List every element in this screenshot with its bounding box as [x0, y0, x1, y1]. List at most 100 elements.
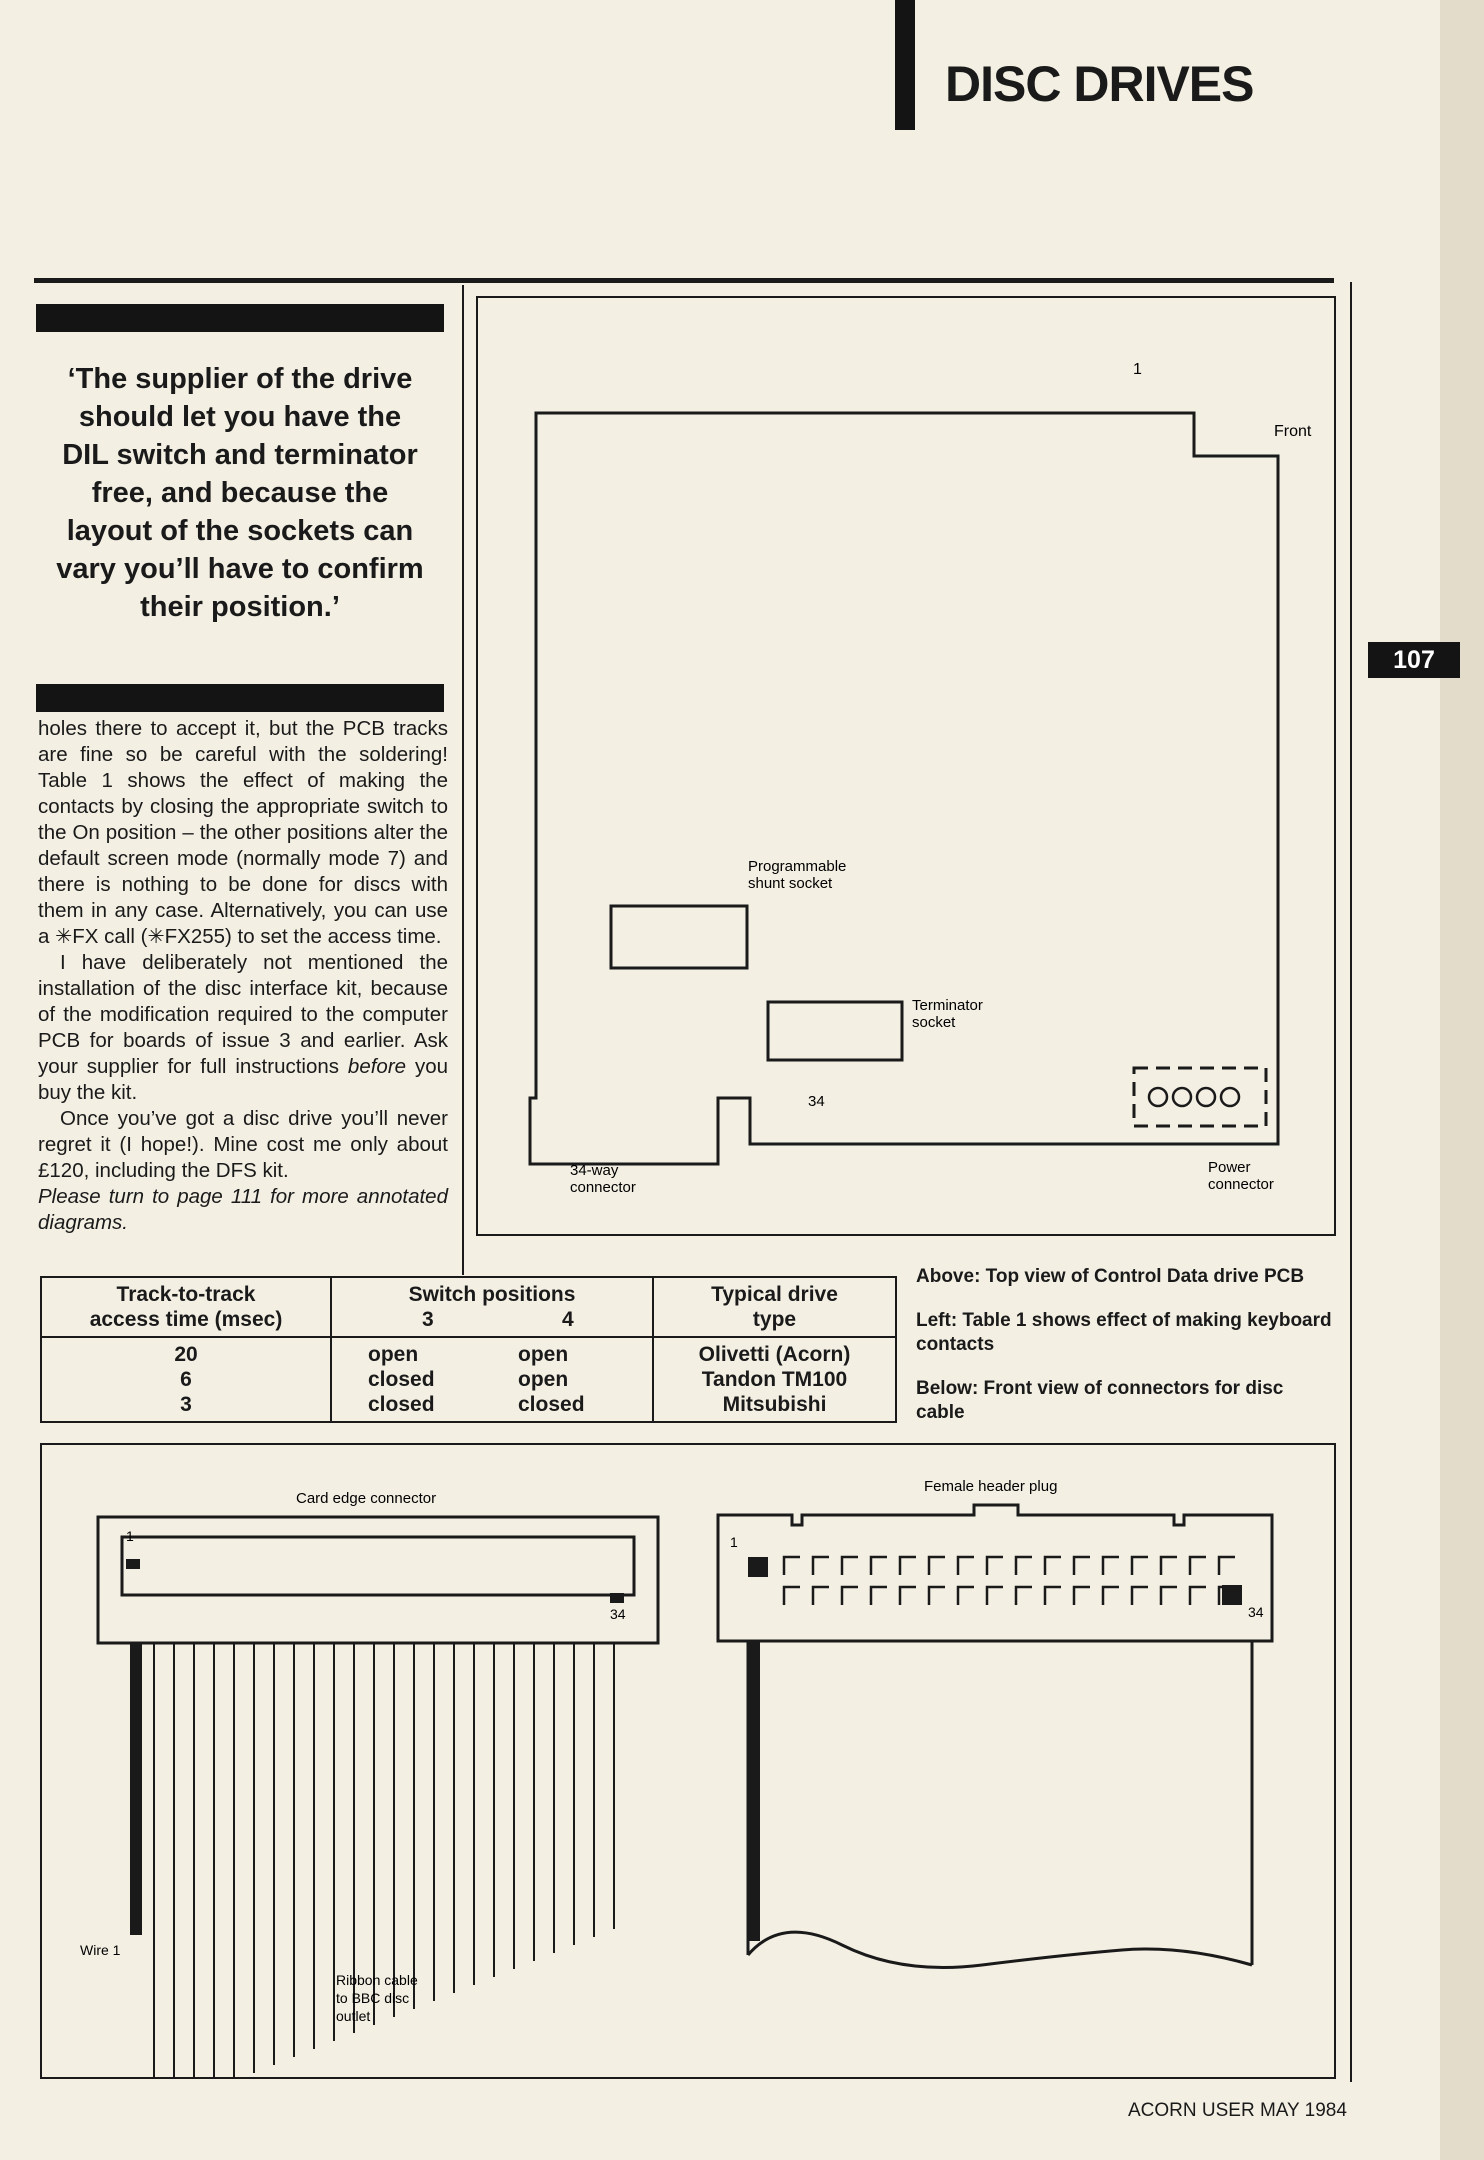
header-pin-contact	[1101, 1555, 1119, 1575]
header-pin-contact	[1159, 1585, 1177, 1605]
card-edge-label: Card edge connector	[296, 1490, 436, 1507]
power-label-2: connector	[1208, 1176, 1274, 1193]
pcb-diagram: 1 Front Programmable shunt socket Termin…	[476, 296, 1336, 1236]
header-pin-contact	[1101, 1585, 1119, 1605]
header-pin-contact	[1014, 1585, 1032, 1605]
header-pin-contact	[898, 1555, 916, 1575]
pcb-drawing: 1 Front Programmable shunt socket Termin…	[528, 361, 1312, 1196]
header-pin-contact	[1043, 1555, 1061, 1575]
header-pin-contact	[1130, 1585, 1148, 1605]
ribbon-wires	[153, 1643, 615, 2113]
page-number-badge: 107	[1368, 642, 1460, 678]
header-pin-contact	[1159, 1555, 1177, 1575]
connector34-label-1: 34-way	[570, 1162, 619, 1179]
pin1-label-left: 1	[126, 1528, 134, 1544]
wire1-label: Wire 1	[80, 1942, 121, 1958]
power-connector	[1132, 1066, 1268, 1128]
quote-bar-bottom	[36, 684, 444, 712]
header-bar	[895, 0, 915, 130]
header-pin-contact	[1188, 1585, 1206, 1605]
connector-drawing: Card edge connector 1 34 Wire 1 Ribbon c…	[80, 1478, 1274, 2113]
header-pin-contact	[956, 1585, 974, 1605]
ribbon-label-3: outlet	[336, 2008, 370, 2024]
pin1-marker-right	[748, 1557, 768, 1577]
connector34-label-2: connector	[570, 1179, 636, 1196]
header-pins	[782, 1555, 1235, 1605]
caption-above: Above: Top view of Control Data drive PC…	[916, 1266, 1305, 1287]
shunt-label-2: shunt socket	[748, 875, 833, 892]
header-pin-contact	[840, 1555, 858, 1575]
article-body: holes there to accept it, but the PCB tr…	[38, 716, 448, 1236]
pin34-marker-right	[1222, 1585, 1242, 1605]
pcb-outline	[528, 411, 1280, 1166]
header-pin-contact	[1072, 1585, 1090, 1605]
header-pin-contact	[840, 1585, 858, 1605]
power-label-1: Power	[1208, 1159, 1251, 1176]
pin34-label-right: 34	[1248, 1604, 1264, 1620]
paragraph-2: I have deliberately not mentioned the in…	[38, 951, 449, 1104]
pin1-marker-left	[126, 1559, 140, 1569]
caption-left: Left: Table 1 shows effect of making key…	[916, 1310, 1332, 1355]
footer-publication: ACORN USER MAY 1984	[1128, 2100, 1347, 2121]
header-pin-contact	[898, 1585, 916, 1605]
shunt-socket	[609, 904, 749, 970]
wire-1	[130, 1643, 142, 1935]
header-pin-contact	[782, 1555, 800, 1575]
header-pin-contact	[869, 1555, 887, 1575]
ribbon-cable-outline	[746, 1641, 1254, 1969]
captions: Above: Top view of Control Data drive PC…	[916, 1265, 1336, 1445]
card-edge-body	[96, 1515, 660, 1645]
section-title: DISC DRIVES	[945, 56, 1255, 112]
header-pin-contact	[869, 1585, 887, 1605]
header-pin-contact	[985, 1585, 1003, 1605]
page-edge	[1440, 0, 1484, 2160]
header-pin-contact	[927, 1585, 945, 1605]
paragraph-4: Please turn to page 111 for more annotat…	[38, 1185, 448, 1234]
header-pin-contact	[1043, 1585, 1061, 1605]
column-divider	[462, 285, 464, 1275]
header-pin-contact	[811, 1555, 829, 1575]
emphasis-before: before	[347, 1055, 407, 1078]
pin34-marker-left	[610, 1593, 624, 1603]
front-label: Front	[1274, 423, 1312, 440]
right-margin-rule	[1350, 282, 1352, 2082]
quote-bar-top	[36, 304, 444, 332]
female-header-label: Female header plug	[924, 1478, 1057, 1495]
pin1-label: 1	[1133, 361, 1142, 378]
female-header-body	[716, 1503, 1274, 1643]
paragraph-3: Once you’ve got a disc drive you’ll neve…	[38, 1107, 448, 1182]
pin34-label: 34	[808, 1093, 825, 1110]
pin34-label-left: 34	[610, 1606, 626, 1622]
header-pin-contact	[985, 1555, 1003, 1575]
caption-below: Below: Front view of connectors for disc…	[916, 1378, 1284, 1423]
ribbon-label-2: to BBC disc	[336, 1990, 409, 2006]
header-pin-contact	[1072, 1555, 1090, 1575]
header-pin-contact	[782, 1585, 800, 1605]
header-pin-contact	[811, 1585, 829, 1605]
header-pin-contact	[1217, 1555, 1235, 1575]
header-pin-contact	[1188, 1555, 1206, 1575]
terminator-label-2: socket	[912, 1014, 956, 1031]
power-pin	[1147, 1086, 1169, 1108]
paragraph-1: holes there to accept it, but the PCB tr…	[38, 717, 448, 948]
power-pin	[1219, 1086, 1241, 1108]
card-edge-slot	[120, 1535, 636, 1597]
ribbon-label-1: Ribbon cable	[336, 1972, 418, 1988]
terminator-label-1: Terminator	[912, 997, 983, 1014]
header-pin-contact	[1014, 1555, 1032, 1575]
connector-diagram: Card edge connector 1 34 Wire 1 Ribbon c…	[40, 1443, 1336, 2113]
terminator-socket	[766, 1000, 904, 1062]
power-pin	[1195, 1086, 1217, 1108]
top-rule	[34, 278, 1334, 283]
pin1-label-right: 1	[730, 1534, 738, 1550]
shunt-label-1: Programmable	[748, 858, 846, 875]
